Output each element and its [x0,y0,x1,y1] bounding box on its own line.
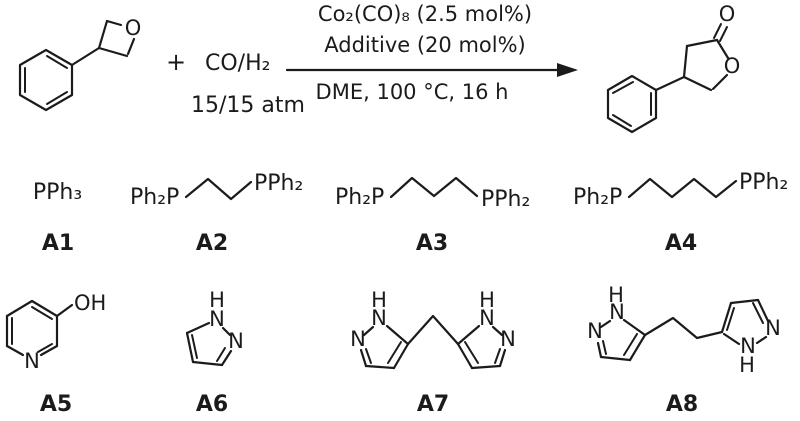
pyrazole-ring [185,321,233,367]
atom-n-label: N [479,306,495,330]
atom-n-label: N [228,329,244,353]
atom-n-label: N [209,307,225,331]
atom-oh-label: OH [74,291,106,315]
structure-a6-pyrazole: H N N [185,288,244,367]
atom-h-label: H [479,288,495,312]
solvent-conditions-label: DME, 100 °C, 16 h [315,80,509,104]
structure-a4-dppb: Ph₂P PPh₂ [573,170,788,210]
plus-sign: + [166,48,187,76]
atom-o-label: O [719,2,736,26]
atom-n-label: N [350,327,366,351]
atom-n-label: N [500,327,516,351]
structure-a5-3-hydroxypyridine: N OH [5,291,106,373]
additive-id-a8: A8 [665,392,699,417]
additive-id-a1: A1 [41,231,75,256]
catalyst-label: Co₂(CO)₈ (2.5 mol%) [317,2,533,26]
atom-n-label: N [740,334,756,358]
benzene-ring [18,48,74,112]
reaction-arrow [285,63,578,77]
atom-n-label: N [609,300,625,324]
atom-n-label: N [371,306,387,330]
right-pyrazole-ring: N N H [720,298,781,377]
additive-label: Additive (20 mol%) [324,33,526,57]
atom-n-label: N [765,316,781,340]
additive-id-a4: A4 [664,231,698,256]
atom-h-label: H [371,288,387,312]
left-pyrazole-ring: H N N [587,283,647,362]
pressure-label: 15/15 atm [191,93,305,118]
structure-a2-dppe: Ph₂P PPh₂ [130,171,303,210]
right-pyrazole-ring: H N N [456,288,516,370]
atom-o-label: O [125,16,142,40]
structure-a7-bispyrazolylmethane: H N N H N N [350,288,516,370]
structure-3-phenyloxetane: O [18,16,142,112]
oxetane-ring: O [70,16,142,67]
formula-ph2p-label: Ph₂P [335,185,384,210]
structure-lactone-product: O O [606,2,741,134]
additive-id-a6: A6 [195,392,229,417]
additive-id-a7: A7 [416,392,450,417]
structure-a3-dppp: Ph₂P PPh₂ [335,176,530,212]
additive-id-a2: A2 [195,231,229,256]
additive-id-a5: A5 [39,392,73,417]
ethylene-bridge [643,316,724,340]
atom-h-label: H [608,283,624,307]
atom-n-label: N [24,349,40,373]
hydroxyl-group: OH [55,291,106,318]
additive-id-a3: A3 [415,231,449,256]
methylene-bridge [406,314,460,346]
formula-pph2-label: PPh₂ [481,187,530,212]
pyridine-ring: N [5,299,59,373]
formula-pph2-label: PPh₂ [739,170,788,195]
formula-pph2-label: PPh₂ [254,171,303,196]
atom-h-label: H [209,288,225,312]
formula-ph2p-label: Ph₂P [573,185,622,210]
benzene-ring [606,74,686,134]
lactone-ring: O O [682,2,741,92]
left-pyrazole-ring: H N N [350,288,410,370]
structure-a1-pph3: PPh₃ [32,180,83,205]
atom-o-label: O [724,54,741,78]
formula-ph2p-label: Ph₂P [130,185,179,210]
atom-n-label: N [587,319,603,343]
gas-reagent-label: CO/H₂ [205,51,271,76]
structure-a8-bispyrazolylethane: H N N N N H [587,283,781,377]
atom-h-label: H [739,353,755,377]
